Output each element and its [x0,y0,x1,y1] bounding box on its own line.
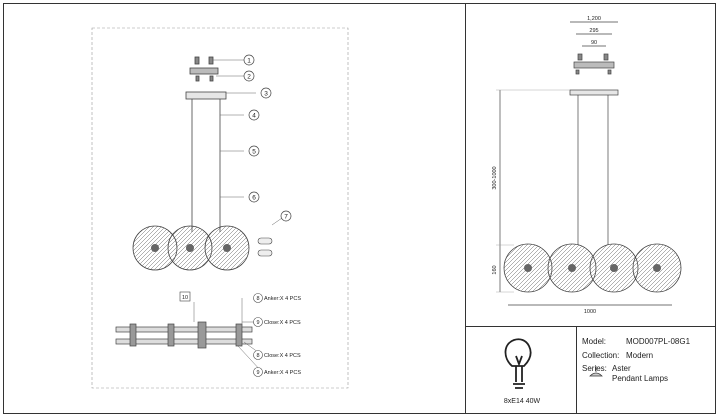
bulb-detail [257,237,273,257]
lightbulb-icon [504,338,532,389]
callout-8-bottom: 8 [256,353,259,359]
label-close-top: Close:X 4 PCS [264,320,301,326]
callout-4: 4 [252,113,256,120]
model-label: Model: [582,337,607,346]
drawing-frame [3,3,716,414]
category-label: Pendant Lamps [612,374,669,383]
exploded-view-box [91,27,349,389]
label-anker-top: Anker:X 4 PCS [264,296,301,302]
callout-2: 2 [247,74,251,81]
dim-shade-height: 160 [492,265,498,274]
mounting-hardware [185,56,227,232]
dim-top-3: 90 [591,40,597,46]
label-anker-bottom: Anker:X 4 PCS [264,370,301,376]
callout-7: 7 [284,214,288,221]
dim-height-range: 300-1000 [492,166,498,189]
pendant-lamp-icon [589,366,603,377]
frame-divider-horizontal [465,326,716,327]
front-view [496,21,672,306]
callout-3: 3 [264,91,268,98]
series-label: Series: [582,364,607,373]
callout-10: 10 [182,295,188,301]
model-value: MOD007PL-08G1 [626,337,691,346]
assembly-callouts [179,291,263,377]
callout-1: 1 [247,58,251,65]
callout-6: 6 [252,195,256,202]
callout-5: 5 [252,149,256,156]
assembly-detail [115,298,263,373]
bulb-spec: 8xE14 40W [503,398,541,405]
callout-8-top: 8 [256,296,259,302]
dim-top-2: 295 [589,28,598,34]
callout-9-top: 9 [256,320,259,326]
label-close-bottom: Close:X 4 PCS [264,353,301,359]
frame-divider-vertical [465,3,466,414]
right-shades [503,243,682,293]
left-shades [132,225,250,271]
dim-width: 1000 [584,309,596,315]
callout-9-bottom: 9 [256,370,259,376]
collection-value: Modern [626,351,654,360]
collection-label: Collection: [582,351,620,360]
info-divider [576,326,577,414]
callout-leaders [213,59,283,226]
callout-circles [243,54,292,222]
dim-top-1: 1,200 [587,16,601,22]
series-value: Aster [612,364,631,373]
